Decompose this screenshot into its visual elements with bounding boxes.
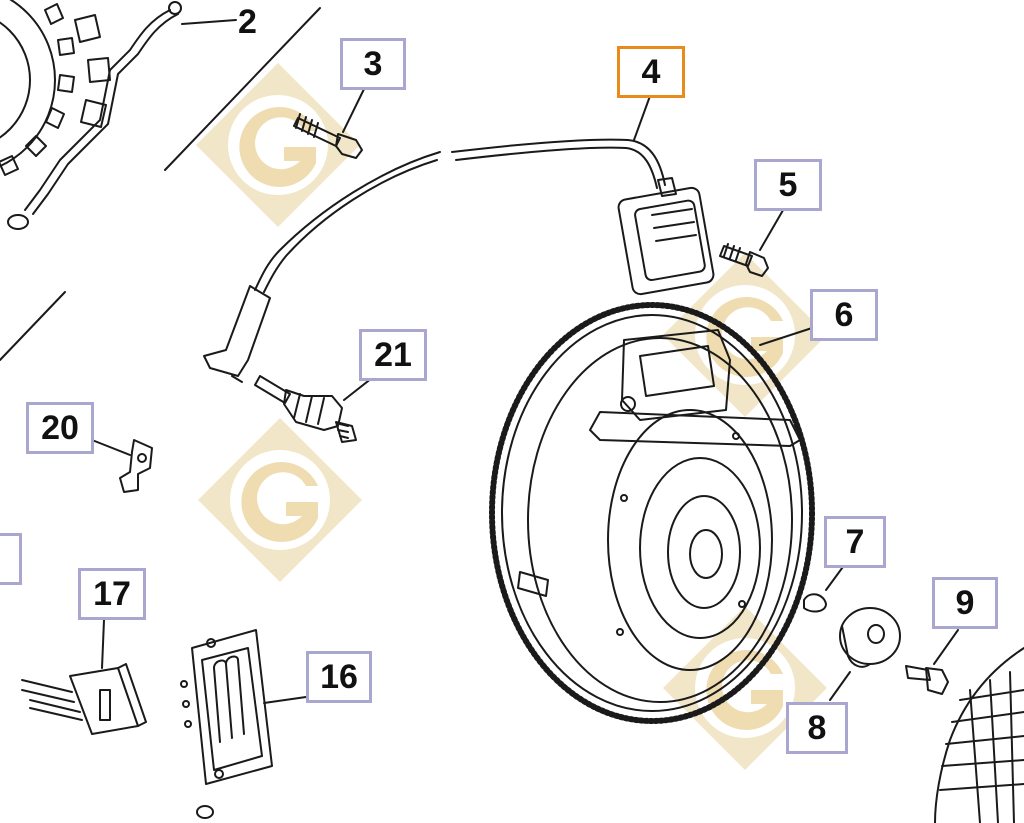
flywheel-washer-part (839, 607, 901, 668)
callout-6[interactable]: 6 (810, 289, 878, 341)
g-logo-watermark (198, 418, 362, 582)
spark-plug-part (254, 375, 357, 443)
callout-20[interactable]: 20 (26, 402, 94, 454)
ignition-coil-part (203, 138, 715, 383)
callout-5[interactable]: 5 (754, 159, 822, 211)
callout-17[interactable]: 17 (78, 568, 146, 620)
fan-housing-part (934, 647, 1024, 823)
leader-line (342, 84, 367, 133)
leader-line (759, 204, 787, 251)
flywheel-bolt-part (905, 665, 949, 695)
leader-line (829, 671, 851, 701)
callout-2[interactable]: 2 (238, 3, 257, 41)
callout-3[interactable]: 3 (340, 38, 406, 90)
callout-21[interactable]: 21 (359, 329, 427, 381)
leader-line (181, 19, 237, 25)
callout-4-selected[interactable]: 4 (617, 46, 685, 98)
callout-16[interactable]: 16 (306, 651, 372, 703)
leader-line (91, 439, 131, 456)
washer-part (196, 805, 214, 819)
key-part (803, 593, 827, 613)
callout-7[interactable]: 7 (824, 516, 886, 568)
leader-line (633, 95, 651, 141)
voltage-regulator-part (180, 629, 273, 785)
leader-line (933, 629, 959, 665)
callout-8[interactable]: 8 (786, 702, 848, 754)
leader-line (101, 619, 105, 669)
leader-line (759, 327, 813, 346)
flywheel-part (489, 302, 815, 724)
g-logo-watermark (663, 253, 827, 417)
stator-part (0, 0, 321, 361)
leader-line (263, 696, 307, 704)
callout-partial-left-edge[interactable] (0, 533, 22, 585)
bolt-part-5 (719, 243, 769, 277)
rectifier-module-part (21, 663, 147, 735)
bolt-part-3 (293, 113, 363, 159)
leader-line (343, 377, 373, 401)
callout-9[interactable]: 9 (932, 577, 998, 629)
bracket-part (119, 439, 153, 493)
